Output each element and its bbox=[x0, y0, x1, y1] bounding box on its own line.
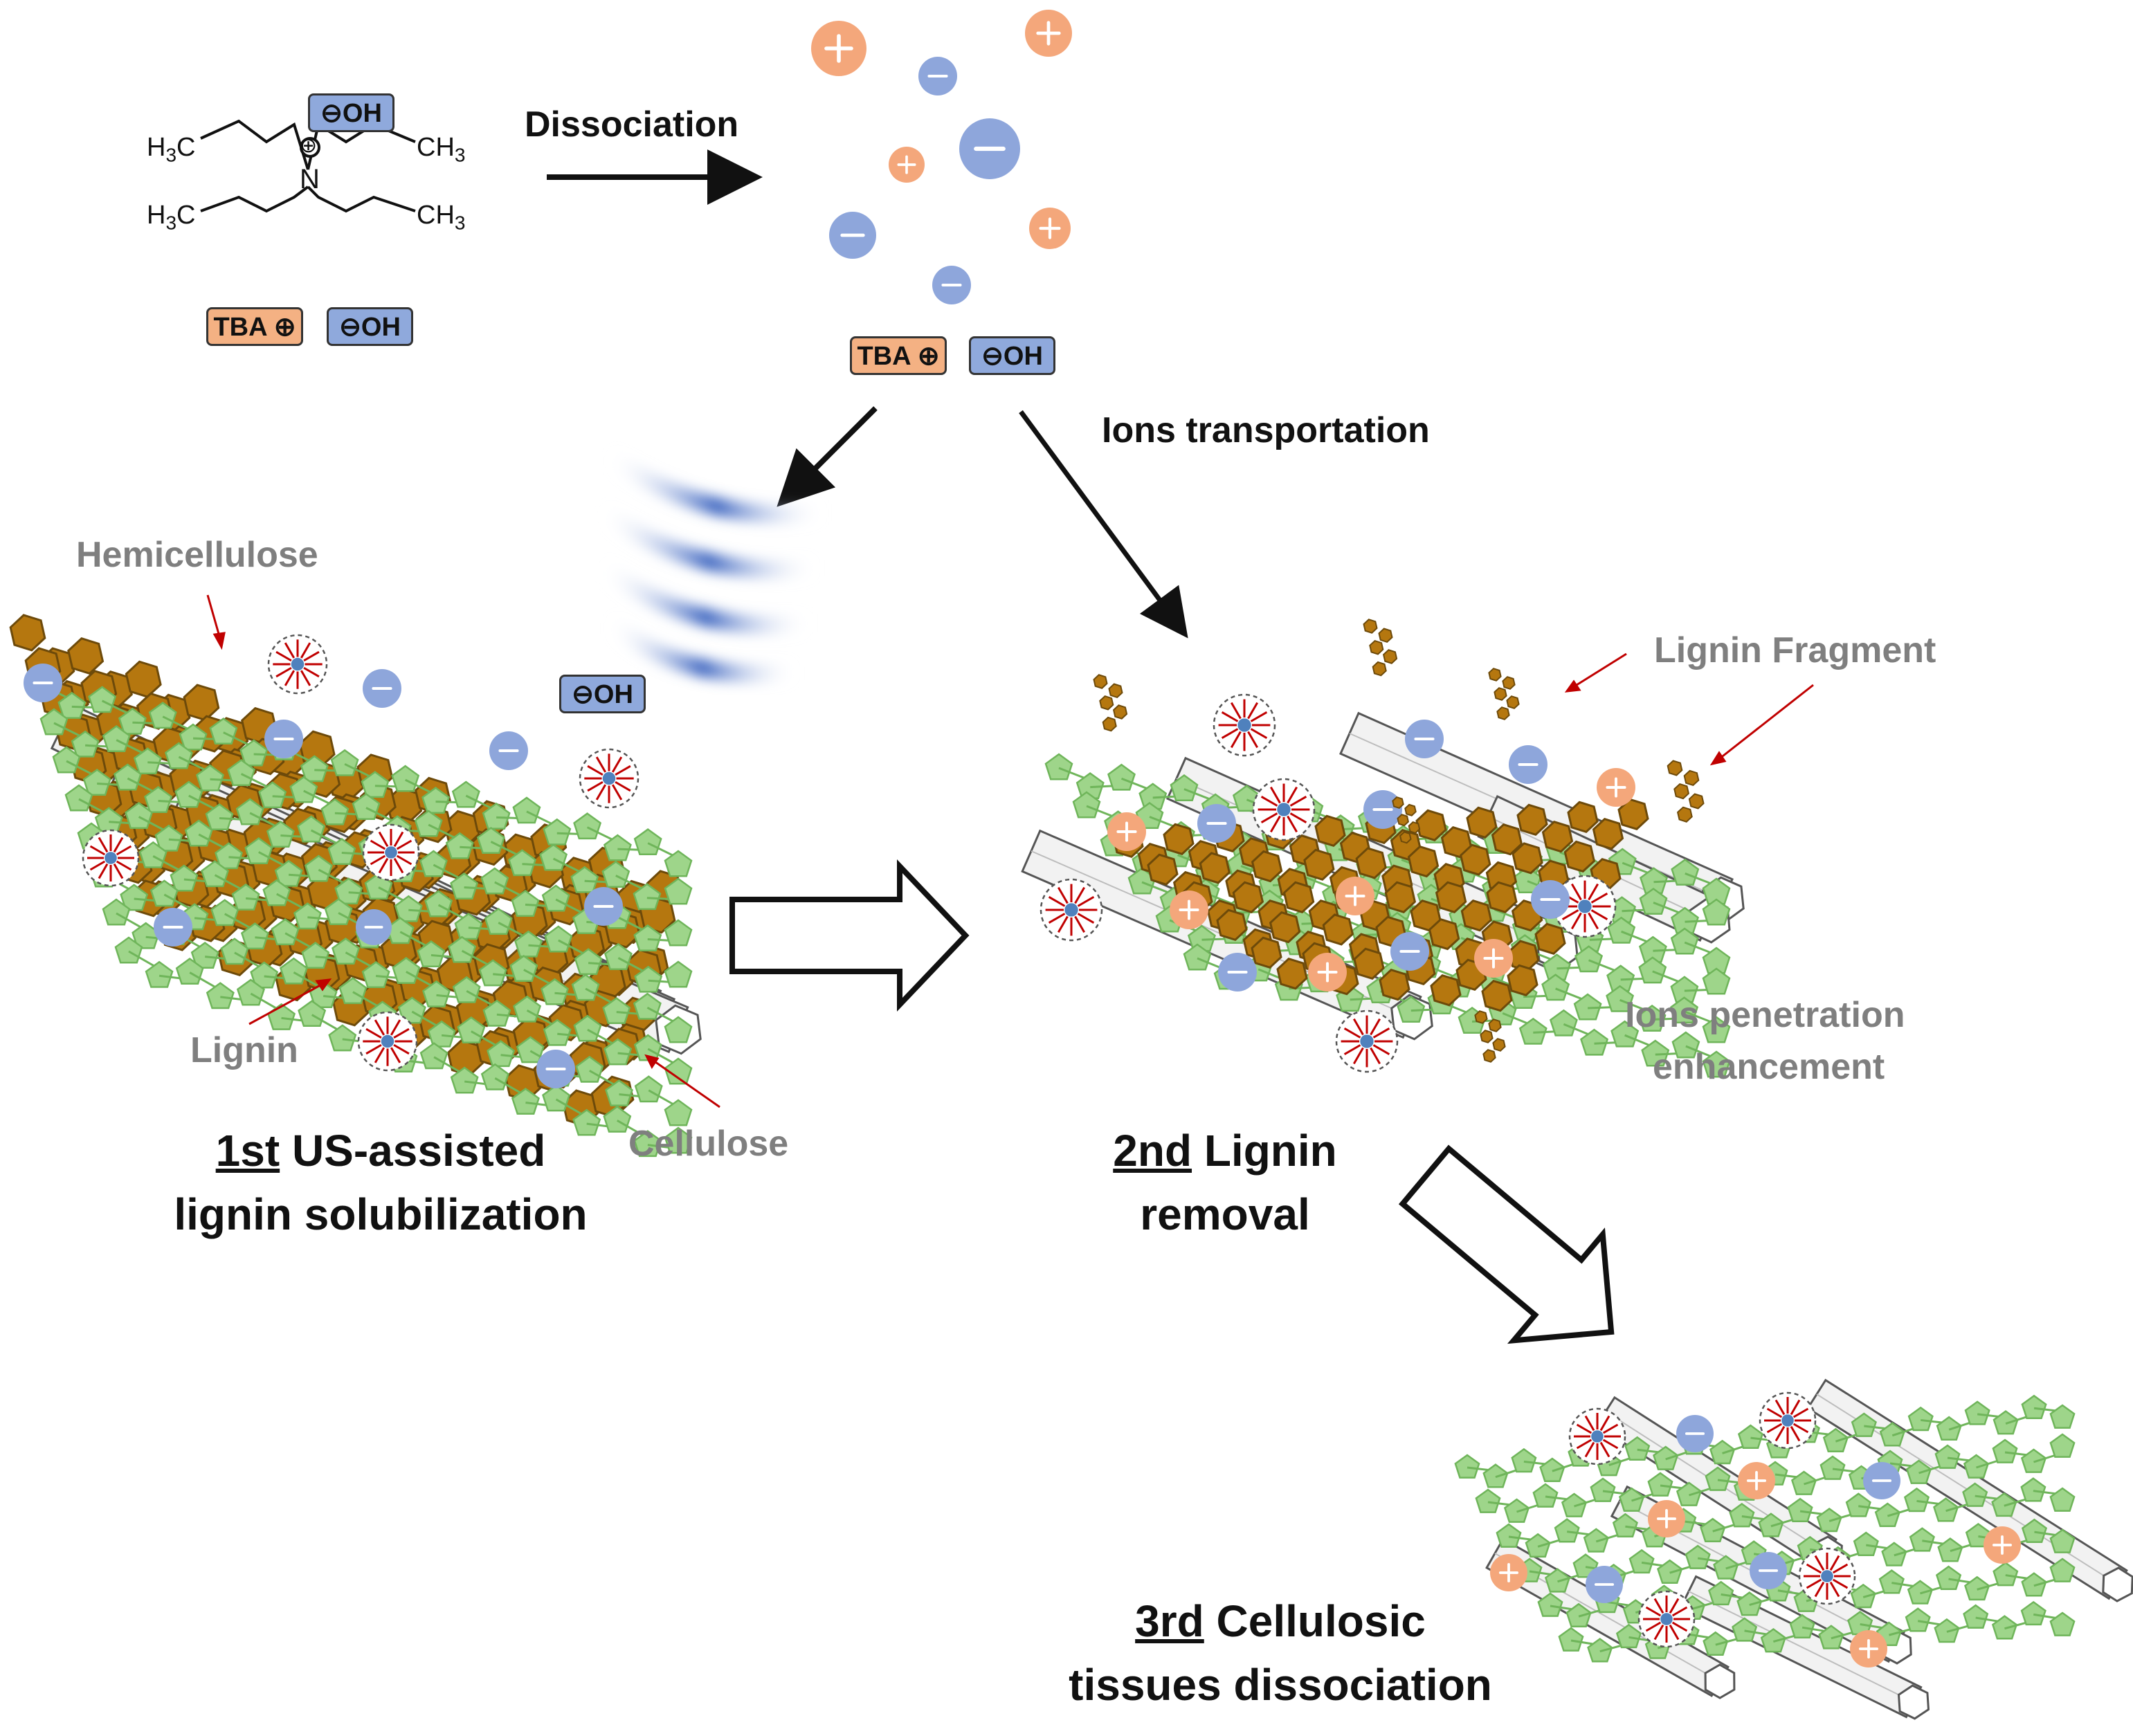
step1-caption: 1st US-assisted lignin solubilization bbox=[174, 1126, 588, 1239]
lignin-fragment-label: Lignin Fragment bbox=[1654, 630, 1936, 670]
cation-ion-icon bbox=[1597, 768, 1635, 807]
cation-ion-icon bbox=[1490, 1554, 1527, 1591]
cation-ion-icon bbox=[1170, 890, 1208, 929]
hemicellulose-chain bbox=[1496, 1477, 2076, 1558]
anion-ion-icon bbox=[1676, 1415, 1714, 1452]
anion-ion-icon bbox=[1750, 1552, 1787, 1589]
tba-micelle-icon bbox=[1252, 778, 1316, 841]
ions-penetration-label-2: enhancement bbox=[1653, 1047, 1885, 1087]
ions-transportation-arrow bbox=[1019, 410, 1188, 639]
cation-ion-icon bbox=[1308, 953, 1347, 992]
tba-micelle-icon bbox=[1553, 875, 1617, 938]
tba-micelle-icon bbox=[82, 829, 140, 887]
tba-ion-box-center: TBA ⊕ bbox=[850, 336, 947, 375]
anion-ion-icon bbox=[829, 212, 876, 259]
anion-ion-icon bbox=[356, 909, 392, 945]
tba-micelle-icon bbox=[1637, 1590, 1696, 1648]
hemicellulose-chain bbox=[39, 708, 693, 911]
lignin-fragment-icon bbox=[1093, 674, 1128, 732]
step-arrow-1-to-2 bbox=[729, 859, 970, 1012]
lignin-fragment-icon bbox=[1392, 796, 1421, 844]
anion-ion-icon bbox=[1509, 745, 1547, 784]
anion-ion-icon bbox=[1405, 720, 1444, 758]
cation-ion-icon bbox=[1474, 939, 1513, 978]
anion-ion-icon bbox=[1586, 1566, 1623, 1603]
cation-ion-icon bbox=[1984, 1526, 2021, 1564]
lignin-label: Lignin bbox=[190, 1030, 298, 1070]
anion-ion-icon bbox=[584, 887, 623, 926]
hemicellulose-chain bbox=[102, 898, 693, 1126]
anion-ion-icon bbox=[1197, 804, 1236, 843]
hemicellulose-chain bbox=[1558, 1600, 2076, 1663]
tba-micelle-icon bbox=[1798, 1547, 1856, 1605]
ions-transportation-label: Ions transportation bbox=[1102, 410, 1430, 450]
oh-ion-box-left: ⊖OH bbox=[327, 307, 413, 346]
h3c-top-label: H3C bbox=[147, 133, 196, 166]
anion-ion-icon bbox=[536, 1050, 575, 1088]
step-arrow-2-to-3 bbox=[1398, 1144, 1615, 1344]
sonication-arrow bbox=[777, 406, 878, 507]
oh-ion-box-molecule: ⊖OH bbox=[308, 93, 394, 132]
step3-caption: 3rd Cellulosic tissues dissociation bbox=[1069, 1596, 1492, 1710]
lignocellulose-bundle bbox=[9, 614, 702, 1158]
anion-ion-icon bbox=[1531, 880, 1570, 919]
lignin-chain bbox=[1112, 798, 1649, 875]
tba-micelle-icon bbox=[267, 634, 328, 695]
lignin-removal-fibers bbox=[1021, 619, 1745, 1078]
nitrogen-charge: ⊕ bbox=[300, 134, 318, 157]
cation-ion-icon bbox=[889, 147, 925, 183]
anion-ion-icon bbox=[1390, 932, 1429, 971]
oh-ion-box-center: ⊖OH bbox=[969, 336, 1055, 375]
ultrasound-wave-icon bbox=[597, 449, 825, 683]
cation-ion-icon bbox=[1029, 208, 1071, 249]
anion-ion-icon bbox=[489, 731, 528, 770]
ch3-top-label: CH3 bbox=[417, 133, 466, 166]
anion-ion-icon bbox=[1218, 953, 1257, 992]
cation-ion-icon bbox=[1648, 1500, 1685, 1537]
tba-ion-box-left: TBA ⊕ bbox=[206, 307, 303, 346]
cation-ion-icon bbox=[1025, 10, 1072, 57]
ch3-bottom-label: CH3 bbox=[417, 201, 466, 234]
tba-micelle-icon bbox=[1335, 1009, 1399, 1073]
cellulosic-fibers bbox=[1454, 1378, 2133, 1720]
tba-micelle-icon bbox=[1213, 693, 1276, 757]
anion-ion-icon bbox=[24, 664, 62, 702]
cation-ion-icon bbox=[811, 21, 866, 76]
anion-ion-icon bbox=[154, 908, 192, 947]
cellulose-label: Cellulose bbox=[628, 1124, 789, 1164]
hemicellulose-label: Hemicellulose bbox=[76, 535, 318, 575]
anion-ion-icon bbox=[918, 57, 957, 95]
tba-micelle-icon bbox=[579, 748, 639, 809]
h3c-bottom-label: H3C bbox=[147, 201, 196, 234]
tba-micelle-icon bbox=[362, 823, 420, 881]
cation-ion-icon bbox=[1738, 1462, 1775, 1499]
nitrogen-label: N bbox=[300, 164, 320, 194]
anion-ion-icon bbox=[959, 118, 1020, 179]
dissociated-ions bbox=[811, 10, 1072, 304]
anion-ion-icon bbox=[264, 720, 303, 758]
anion-ion-icon bbox=[932, 266, 971, 304]
lignin-fragment-icon bbox=[1488, 668, 1520, 720]
dissociation-label: Dissociation bbox=[525, 104, 739, 145]
annotation-pointers bbox=[206, 594, 1814, 1108]
oh-ion-box-panel1: ⊖OH bbox=[559, 675, 646, 713]
anion-ion-icon bbox=[363, 669, 401, 708]
cation-ion-icon bbox=[1850, 1630, 1887, 1668]
lignin-fragment-icon bbox=[1667, 760, 1705, 823]
cation-ion-icon bbox=[1107, 812, 1146, 851]
cation-ion-icon bbox=[1336, 877, 1374, 915]
step2-caption: 2nd Lignin removal bbox=[1113, 1126, 1337, 1239]
lignin-fragment-icon bbox=[1363, 619, 1398, 677]
hemicellulose-chain bbox=[64, 784, 693, 993]
lignin-fragment-icon bbox=[1474, 1010, 1506, 1063]
tba-micelle-icon bbox=[1568, 1407, 1626, 1465]
anion-ion-icon bbox=[1863, 1462, 1900, 1499]
tba-micelle-icon bbox=[357, 1011, 418, 1072]
ions-penetration-label: Ions penetration bbox=[1625, 995, 1905, 1035]
tba-micelle-icon bbox=[1759, 1391, 1817, 1450]
anion-ion-icon bbox=[1363, 790, 1402, 829]
tba-micelle-icon bbox=[1040, 878, 1103, 942]
